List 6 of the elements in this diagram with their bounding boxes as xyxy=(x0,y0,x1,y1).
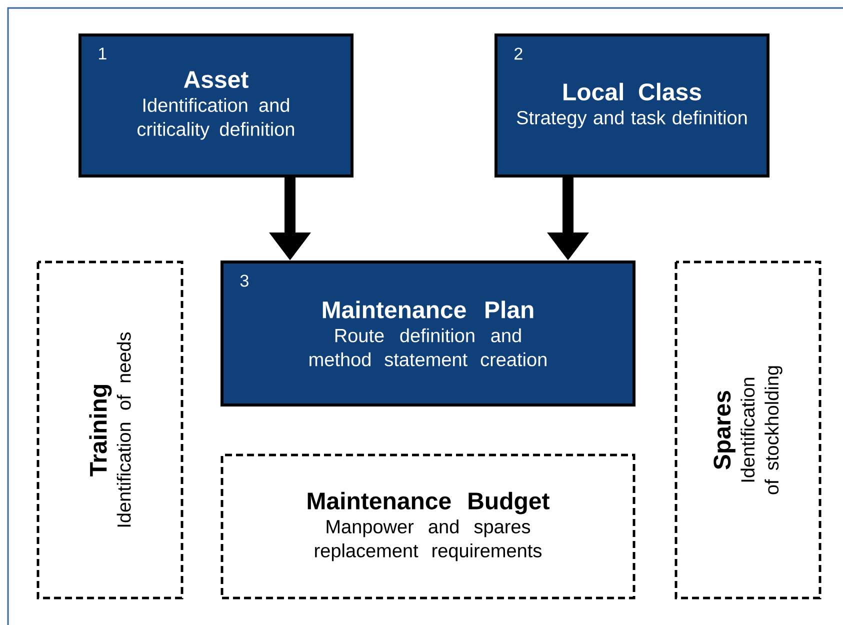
callout-number: 3 xyxy=(240,274,248,287)
callout-number: 2 xyxy=(514,48,522,60)
dashed-box: Spares Identification of stockholding xyxy=(674,260,822,600)
dashed-box: Training Identification of needs xyxy=(36,260,184,600)
callout-number: 1 xyxy=(99,48,106,60)
dashed-box: Maintenance Budget Manpower and spares replacement requirements xyxy=(220,454,636,600)
